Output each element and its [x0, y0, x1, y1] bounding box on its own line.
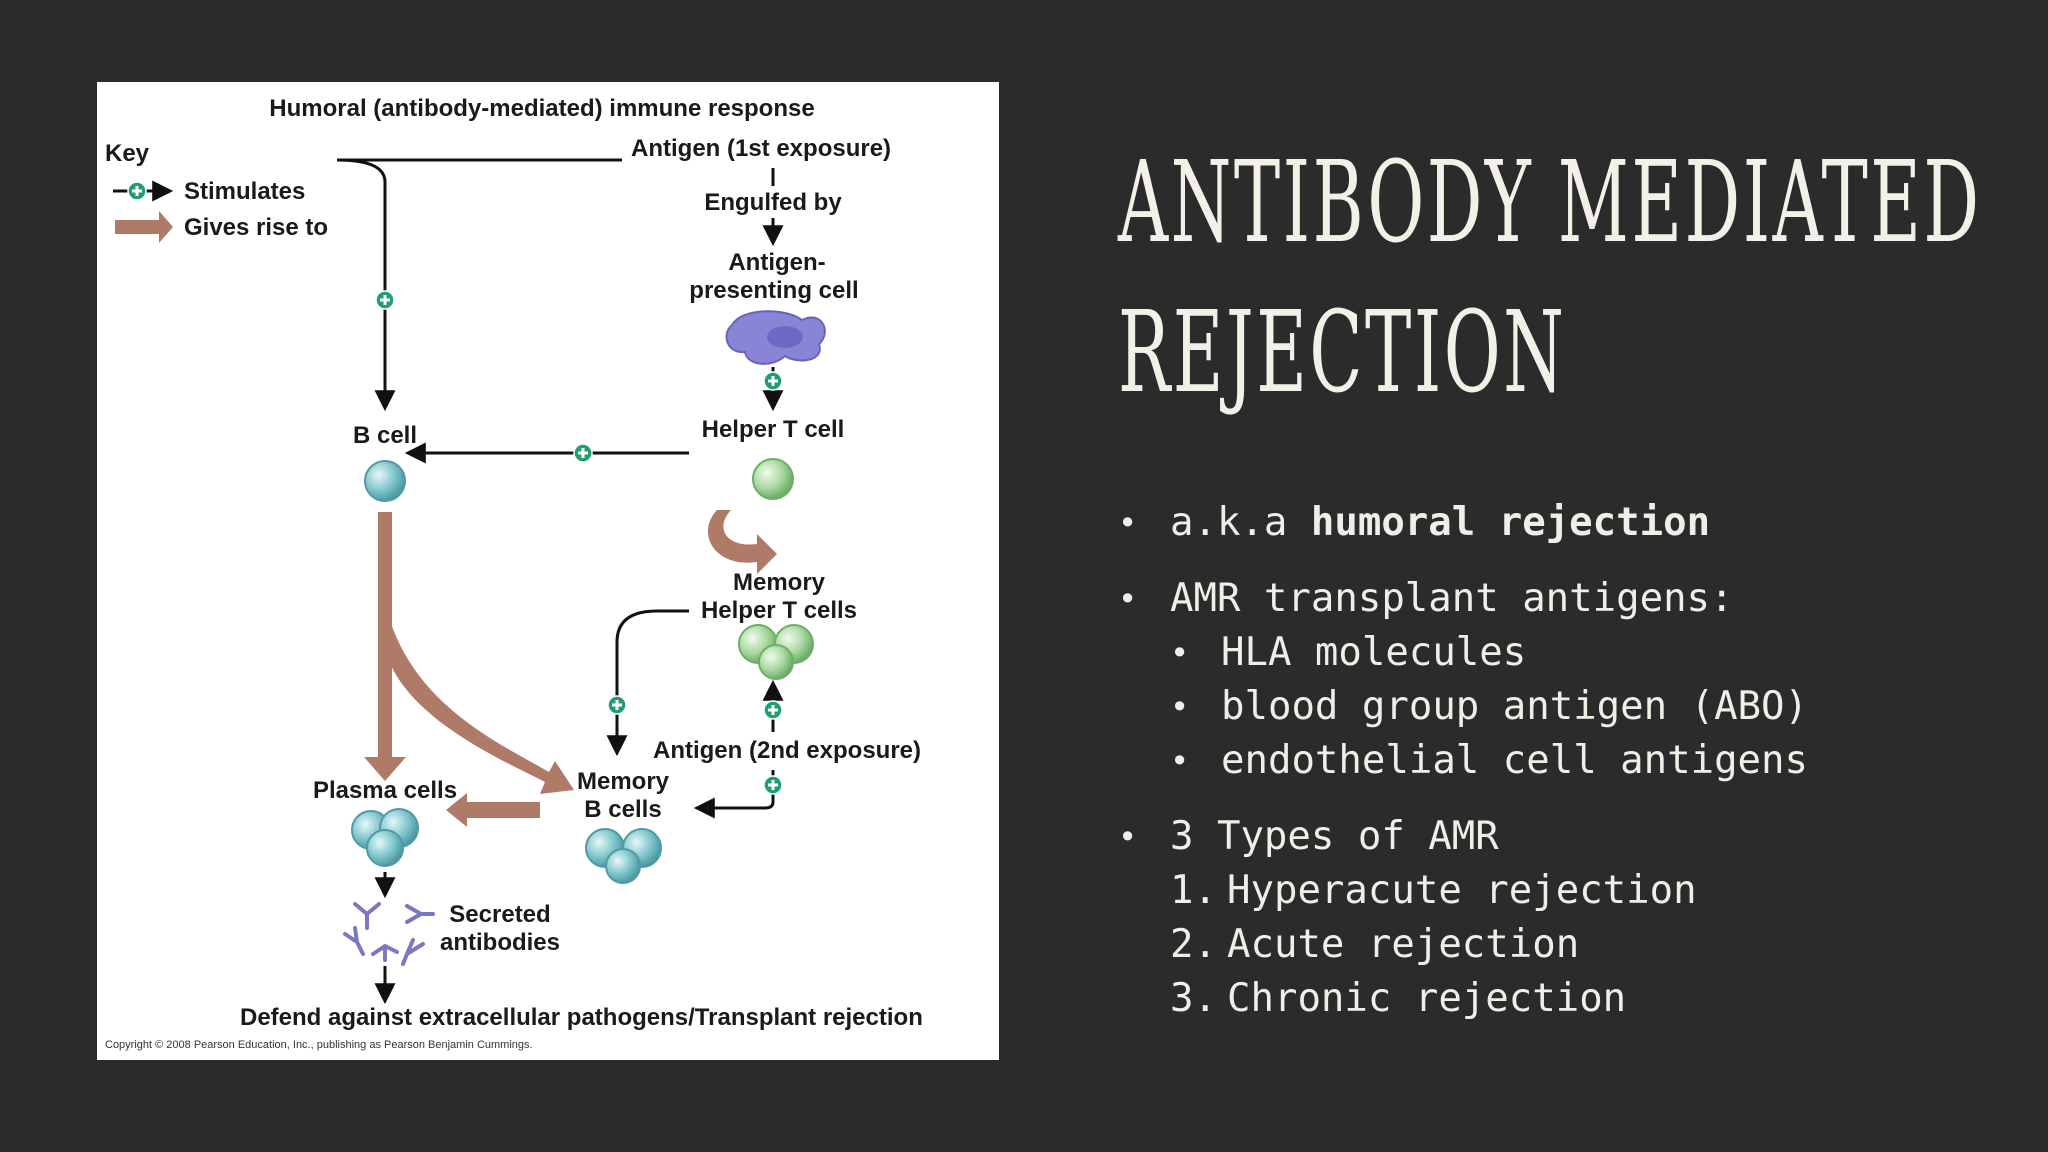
memory-b-to-plasma-arrow — [446, 793, 540, 827]
helper-t-label: Helper T cell — [702, 416, 845, 443]
memory-t-label-line1: Memory — [733, 569, 826, 596]
type-item: 3.Chronic rejection — [1170, 972, 2018, 1026]
bullet-list: a.k.a humoral rejection AMR transplant a… — [1118, 496, 2018, 1048]
antigen-first-label: Antigen (1st exposure) — [631, 135, 891, 162]
memory-t-cells — [738, 624, 814, 680]
key-gives-rise-label: Gives rise to — [184, 214, 328, 241]
secreted-label-line2: antibodies — [440, 929, 560, 956]
helper-to-memory-t-arrow — [707, 510, 777, 574]
secreted-label-line1: Secreted — [449, 901, 550, 928]
type-item: 1.Hyperacute rejection — [1170, 864, 2018, 918]
engulfed-by-label: Engulfed by — [704, 189, 842, 216]
type-label: Hyperacute rejection — [1227, 868, 1697, 913]
types-sublist: 1.Hyperacute rejection 2.Acute rejection… — [1170, 864, 2018, 1026]
memory-b-cells — [585, 828, 662, 884]
types-heading: 3 Types of AMR — [1170, 814, 1499, 859]
type-number: 3. — [1170, 976, 1217, 1021]
antigens-heading: AMR transplant antigens: — [1170, 576, 1734, 621]
apc-label-line2: presenting cell — [689, 277, 858, 304]
type-item: 2.Acute rejection — [1170, 918, 2018, 972]
antigen2-to-memory-b-arrow — [693, 770, 775, 819]
stimulate-plus-icon — [762, 699, 784, 721]
apc-label-line1: Antigen- — [728, 249, 825, 276]
plasma-cells — [351, 808, 419, 867]
memory-b-label-line1: Memory — [577, 768, 670, 795]
slide-title-line-2: REJECTION — [1118, 288, 1567, 418]
bcell-to-memory-b-arrow — [383, 602, 574, 794]
type-label: Acute rejection — [1227, 922, 1580, 967]
stimulate-plus-icon — [374, 289, 396, 311]
stimulate-plus-icon — [572, 442, 594, 464]
memory-t-to-memory-b-arrow — [606, 609, 689, 757]
type-number: 1. — [1170, 868, 1217, 913]
antibodies-icon — [343, 902, 435, 966]
bullet-antigens: AMR transplant antigens: HLA molecules b… — [1118, 572, 2018, 788]
aka-bold: humoral rejection — [1310, 500, 1711, 545]
diagram-svg: Humoral (antibody-mediated) immune respo… — [105, 95, 923, 1051]
antigen-to-bcell-arrow — [336, 158, 622, 412]
bullet-aka: a.k.a humoral rejection — [1118, 496, 2018, 550]
defend-label: Defend against extracellular pathogens/T… — [240, 1004, 923, 1031]
type-number: 2. — [1170, 922, 1217, 967]
stimulate-plus-icon — [762, 370, 784, 392]
b-cell — [364, 460, 406, 502]
stimulate-plus-icon — [606, 694, 628, 716]
plasma-cells-label: Plasma cells — [313, 777, 457, 804]
antigen-item: endothelial cell antigens — [1170, 734, 2018, 788]
key-gives-rise-icon — [115, 211, 173, 243]
antigen-second-label: Antigen (2nd exposure) — [653, 737, 921, 764]
b-cell-label: B cell — [353, 422, 417, 449]
immune-response-diagram: Humoral (antibody-mediated) immune respo… — [97, 82, 999, 1060]
antigen-item: blood group antigen (ABO) — [1170, 680, 2018, 734]
memory-b-label-line2: B cells — [584, 796, 661, 823]
slide-title-line-1: ANTIBODY MEDIATED — [1118, 138, 1982, 268]
antigens-sublist: HLA molecules blood group antigen (ABO) … — [1170, 626, 2018, 788]
stimulate-plus-icon — [762, 774, 784, 796]
key-title: Key — [105, 140, 150, 167]
type-label: Chronic rejection — [1227, 976, 1627, 1021]
key-stimulates-icon — [113, 180, 174, 202]
aka-prefix: a.k.a — [1170, 500, 1311, 545]
apc-nucleus — [767, 326, 803, 348]
memory-t-label-line2: Helper T cells — [701, 597, 857, 624]
antigen-item: HLA molecules — [1170, 626, 2018, 680]
copyright-text: Copyright © 2008 Pearson Education, Inc.… — [105, 1039, 533, 1051]
bullet-types: 3 Types of AMR 1.Hyperacute rejection 2.… — [1118, 810, 2018, 1026]
key-stimulates-label: Stimulates — [184, 178, 305, 205]
helper-t-cell — [752, 458, 794, 500]
diagram-title: Humoral (antibody-mediated) immune respo… — [269, 95, 814, 122]
slide-title: ANTIBODY MEDIATED REJECTION — [1118, 128, 1982, 428]
